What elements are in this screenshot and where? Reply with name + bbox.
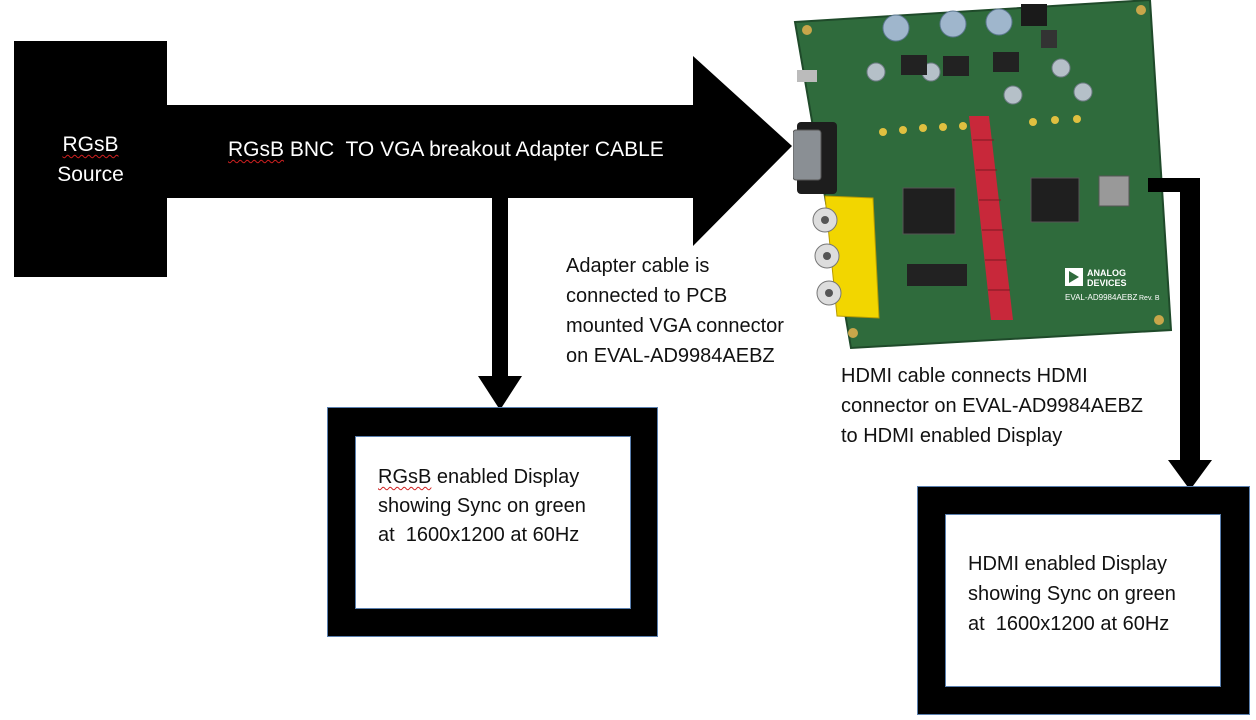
rgsb-display-line3: at 1600x1200 at 60Hz (378, 524, 580, 546)
adapter-caption-line: on EVAL-AD9984AEBZ (566, 345, 775, 367)
pcb-board-image: ANALOG DEVICES EVAL-AD9984AEBZ Rev. B (793, 0, 1173, 350)
hdmi-connector (1098, 175, 1130, 207)
chip-adc (902, 187, 956, 235)
main-arrow (160, 56, 792, 246)
arrow-label-rest: BNC TO VGA breakout Adapter CABLE (284, 138, 664, 161)
rgsb-display-screen (355, 436, 631, 609)
arrow-label: RGsB BNC TO VGA breakout Adapter CABLE (228, 138, 664, 162)
hdmi-display-line3: at 1600x1200 at 60Hz (968, 613, 1170, 635)
hdmi-caption-line: connector on EVAL-AD9984AEBZ (841, 395, 1144, 417)
arrow-label-prefix: RGsB (228, 138, 285, 161)
board-label: EVAL-AD9984AEBZ (1065, 293, 1137, 302)
red-header (969, 116, 1013, 320)
source-box (14, 41, 167, 277)
hdmi-display-line2: showing Sync on green (968, 583, 1176, 605)
rgsb-display-line2: showing Sync on green (378, 495, 586, 517)
logo-line2: DEVICES (1087, 278, 1127, 288)
elbow-arrow-hdmi (1148, 178, 1212, 490)
source-label-line2: Source (57, 163, 124, 186)
adapter-caption-line: Adapter cable is (566, 255, 710, 277)
hdmi-display-text: HDMI enabled Display showing Sync on gre… (968, 549, 1218, 639)
rgsb-display-text: RGsB enabled Display showing Sync on gre… (378, 463, 623, 550)
adapter-caption-line: connected to PCB (566, 285, 728, 307)
rgsb-display-line1-prefix: RGsB (378, 466, 432, 488)
down-arrow-rgsb (478, 198, 522, 410)
source-label-line1: RGsB (62, 133, 119, 156)
adapter-caption-line: mounted VGA connector (566, 315, 784, 337)
hdmi-caption-line: to HDMI enabled Display (841, 425, 1063, 447)
rgsb-display-line1-rest: enabled Display (431, 466, 580, 488)
chip-hdmi-tx (1030, 177, 1080, 223)
hdmi-display-line1: HDMI enabled Display (968, 553, 1167, 575)
board-rev: Rev. B (1139, 295, 1160, 302)
hdmi-caption-line: HDMI cable connects HDMI (841, 365, 1088, 387)
source-label: RGsB Source (14, 130, 167, 190)
hdmi-display-screen (945, 514, 1221, 687)
vga-connector (793, 122, 837, 194)
adapter-caption: Adapter cable is connected to PCB mounte… (566, 251, 836, 371)
logo-line1: ANALOG (1087, 268, 1126, 278)
rca-connector-block (812, 195, 880, 319)
capacitor-group (866, 8, 1093, 105)
hdmi-caption: HDMI cable connects HDMI connector on EV… (841, 361, 1201, 451)
